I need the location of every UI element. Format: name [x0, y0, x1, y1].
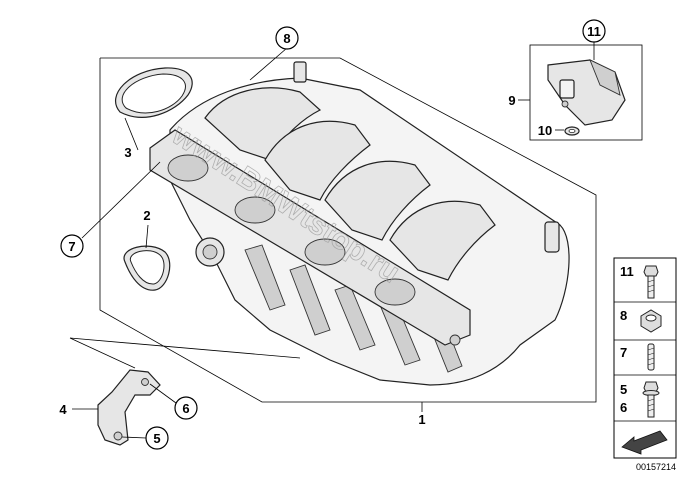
callout-2[interactable]: 2: [143, 208, 150, 223]
legend-row-5-6[interactable]: 5 6: [620, 381, 660, 418]
leader-line: [124, 117, 139, 151]
pressure-sensor: [547, 59, 626, 126]
callout-8[interactable]: 8: [275, 26, 299, 50]
svg-text:2: 2: [143, 208, 150, 223]
hardware-legend: 11 8 7: [613, 257, 677, 459]
arrow-icon: [621, 430, 668, 455]
svg-text:11: 11: [587, 24, 601, 39]
svg-text:1: 1: [418, 412, 425, 427]
leader-line: [249, 47, 288, 81]
legend-row-7[interactable]: 7: [620, 343, 655, 371]
bracket: [97, 369, 161, 446]
callout-5[interactable]: 5: [145, 426, 169, 450]
leader-line: [149, 383, 177, 404]
legend-row-8[interactable]: 8: [620, 308, 662, 333]
document-id: 00157214: [636, 462, 676, 472]
svg-text:8: 8: [283, 31, 290, 46]
gasket-ring-small: [123, 245, 171, 291]
leader-line: [121, 436, 147, 439]
intake-manifold: [149, 61, 570, 386]
callout-6[interactable]: 6: [174, 396, 198, 420]
callout-11[interactable]: 11: [582, 19, 606, 43]
svg-text:8: 8: [620, 308, 627, 323]
sensor-seal-ring: [564, 126, 580, 136]
svg-text:3: 3: [124, 145, 131, 160]
flange-bolt-icon: [642, 381, 660, 418]
nut-icon: [640, 309, 662, 333]
svg-text:9: 9: [508, 93, 515, 108]
callout-3[interactable]: 3: [124, 145, 131, 160]
assembly-frame-outline: [99, 57, 597, 403]
sensor-detail-frame: [529, 44, 643, 141]
guide-line: [69, 337, 136, 369]
svg-text:5: 5: [620, 382, 627, 397]
gasket-ring-large: [114, 67, 193, 118]
svg-text:7: 7: [68, 239, 75, 254]
svg-text:11: 11: [620, 264, 634, 279]
callout-1[interactable]: 1: [418, 412, 425, 427]
callout-4[interactable]: 4: [59, 402, 67, 417]
callout-7[interactable]: 7: [60, 234, 84, 258]
leader-line: [145, 224, 149, 249]
svg-text:6: 6: [182, 401, 189, 416]
stud-icon: [647, 343, 655, 371]
svg-text:6: 6: [620, 400, 627, 415]
svg-text:7: 7: [620, 345, 627, 360]
legend-row-11[interactable]: 11: [620, 264, 659, 299]
svg-text:5: 5: [153, 431, 160, 446]
bolt-icon: [643, 265, 659, 299]
leader-line: [81, 161, 161, 239]
svg-text:4: 4: [59, 402, 67, 417]
callout-10[interactable]: 10: [538, 123, 552, 138]
guide-line: [69, 337, 301, 359]
callout-9[interactable]: 9: [508, 93, 515, 108]
svg-text:10: 10: [538, 123, 552, 138]
